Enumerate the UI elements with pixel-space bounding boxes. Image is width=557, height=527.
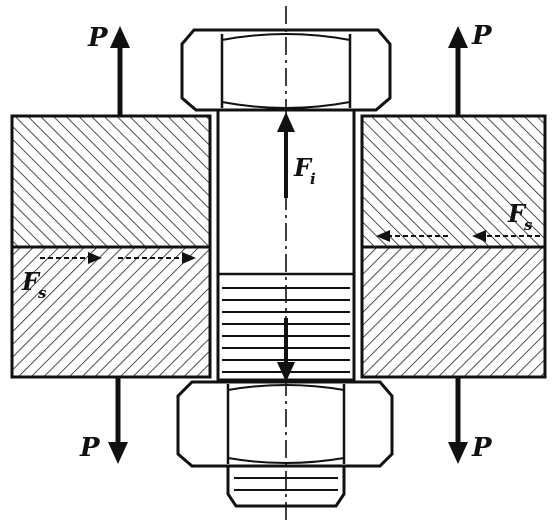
bolt-hole-clearance — [208, 116, 364, 377]
load-arrow-top-right — [448, 26, 468, 116]
label-fs-right: F s — [507, 199, 533, 234]
label-p-top-left: P — [87, 23, 109, 53]
shear-arrows-right — [376, 230, 540, 242]
svg-text:F: F — [293, 153, 313, 182]
load-arrow-bottom-right — [448, 377, 468, 464]
shear-arrows-left — [40, 252, 196, 264]
label-p-bottom-left: P — [79, 433, 101, 463]
lower-plate — [10, 245, 547, 379]
label-fs-left: F s — [21, 267, 47, 302]
label-fi: F i — [293, 153, 316, 188]
nut — [176, 380, 394, 468]
preload-arrow-up — [277, 112, 295, 198]
svg-text:F: F — [507, 199, 527, 228]
load-arrow-top-left — [110, 26, 130, 116]
preload-arrow-down — [277, 318, 295, 382]
svg-text:i: i — [310, 170, 316, 188]
label-p-bottom-right: P — [471, 433, 493, 463]
bolt-tail — [226, 464, 346, 508]
label-p-top-right: P — [471, 21, 493, 51]
svg-text:s: s — [524, 216, 533, 234]
upper-plate — [10, 114, 547, 249]
svg-text:F: F — [21, 267, 41, 296]
load-arrow-bottom-left — [108, 377, 128, 464]
svg-text:s: s — [38, 284, 47, 302]
